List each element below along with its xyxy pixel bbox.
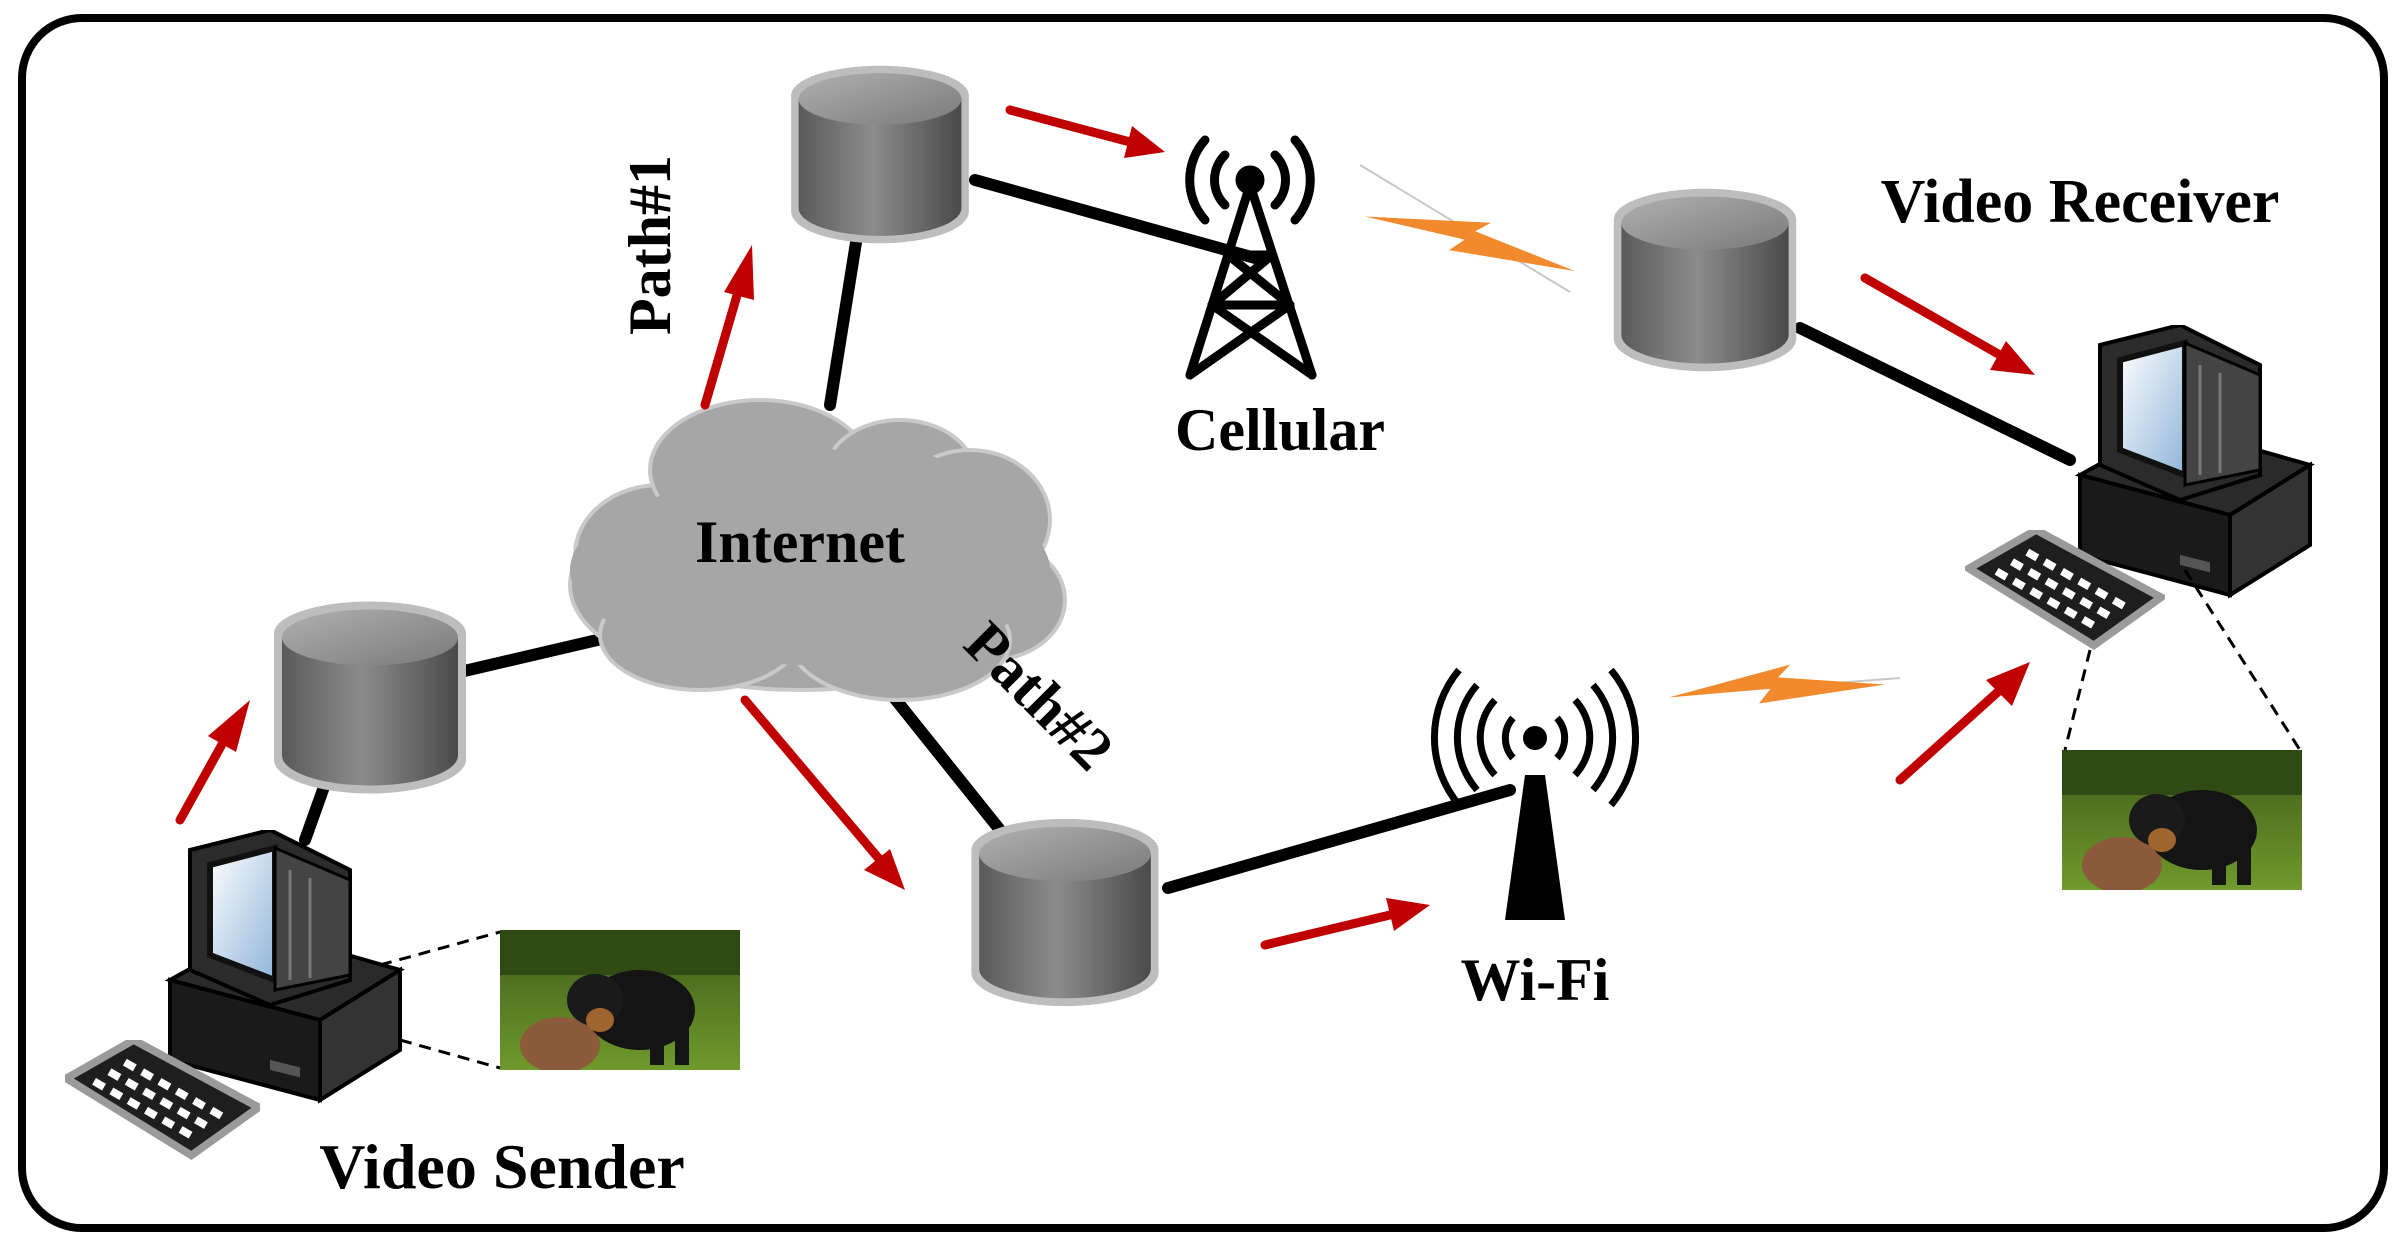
internet-label: Internet [695,509,905,575]
router-icon [274,601,466,794]
arrow-icon [175,700,250,825]
link-internet-router1 [824,224,864,411]
cellular-label: Cellular [1175,397,1385,463]
cloud-fill [570,430,1050,665]
arrow-icon [1860,273,2035,375]
cell-tower-icon [1185,135,1317,380]
wifi-label: Wi-Fi [1461,947,1610,1013]
link-router1-cellular [969,174,1261,264]
router-icon [971,818,1159,1007]
wifi-antenna-icon [1430,667,1640,920]
video-frame-thumbnail [500,930,740,1070]
arrow-icon [740,695,905,890]
link-internet-router2 [874,674,1006,836]
link-router-receiver [1794,322,2076,466]
arrows [175,105,2035,950]
arrow-icon [1005,105,1165,158]
video-frame-thumbnail [2062,750,2302,890]
path1-label: Path#1 [617,155,683,335]
router-icon [1613,188,1797,372]
arrow-icon [700,245,754,410]
dashed-connectors [379,569,2302,1070]
video-receiver-label: Video Receiver [1881,168,2280,236]
arrow-icon [1895,662,2030,785]
router-icon [791,65,969,244]
link-router2-wifi [1162,784,1516,894]
video-sender-label: Video Sender [319,1131,685,1202]
network-links [299,174,2076,894]
arrow-icon [1260,898,1430,950]
